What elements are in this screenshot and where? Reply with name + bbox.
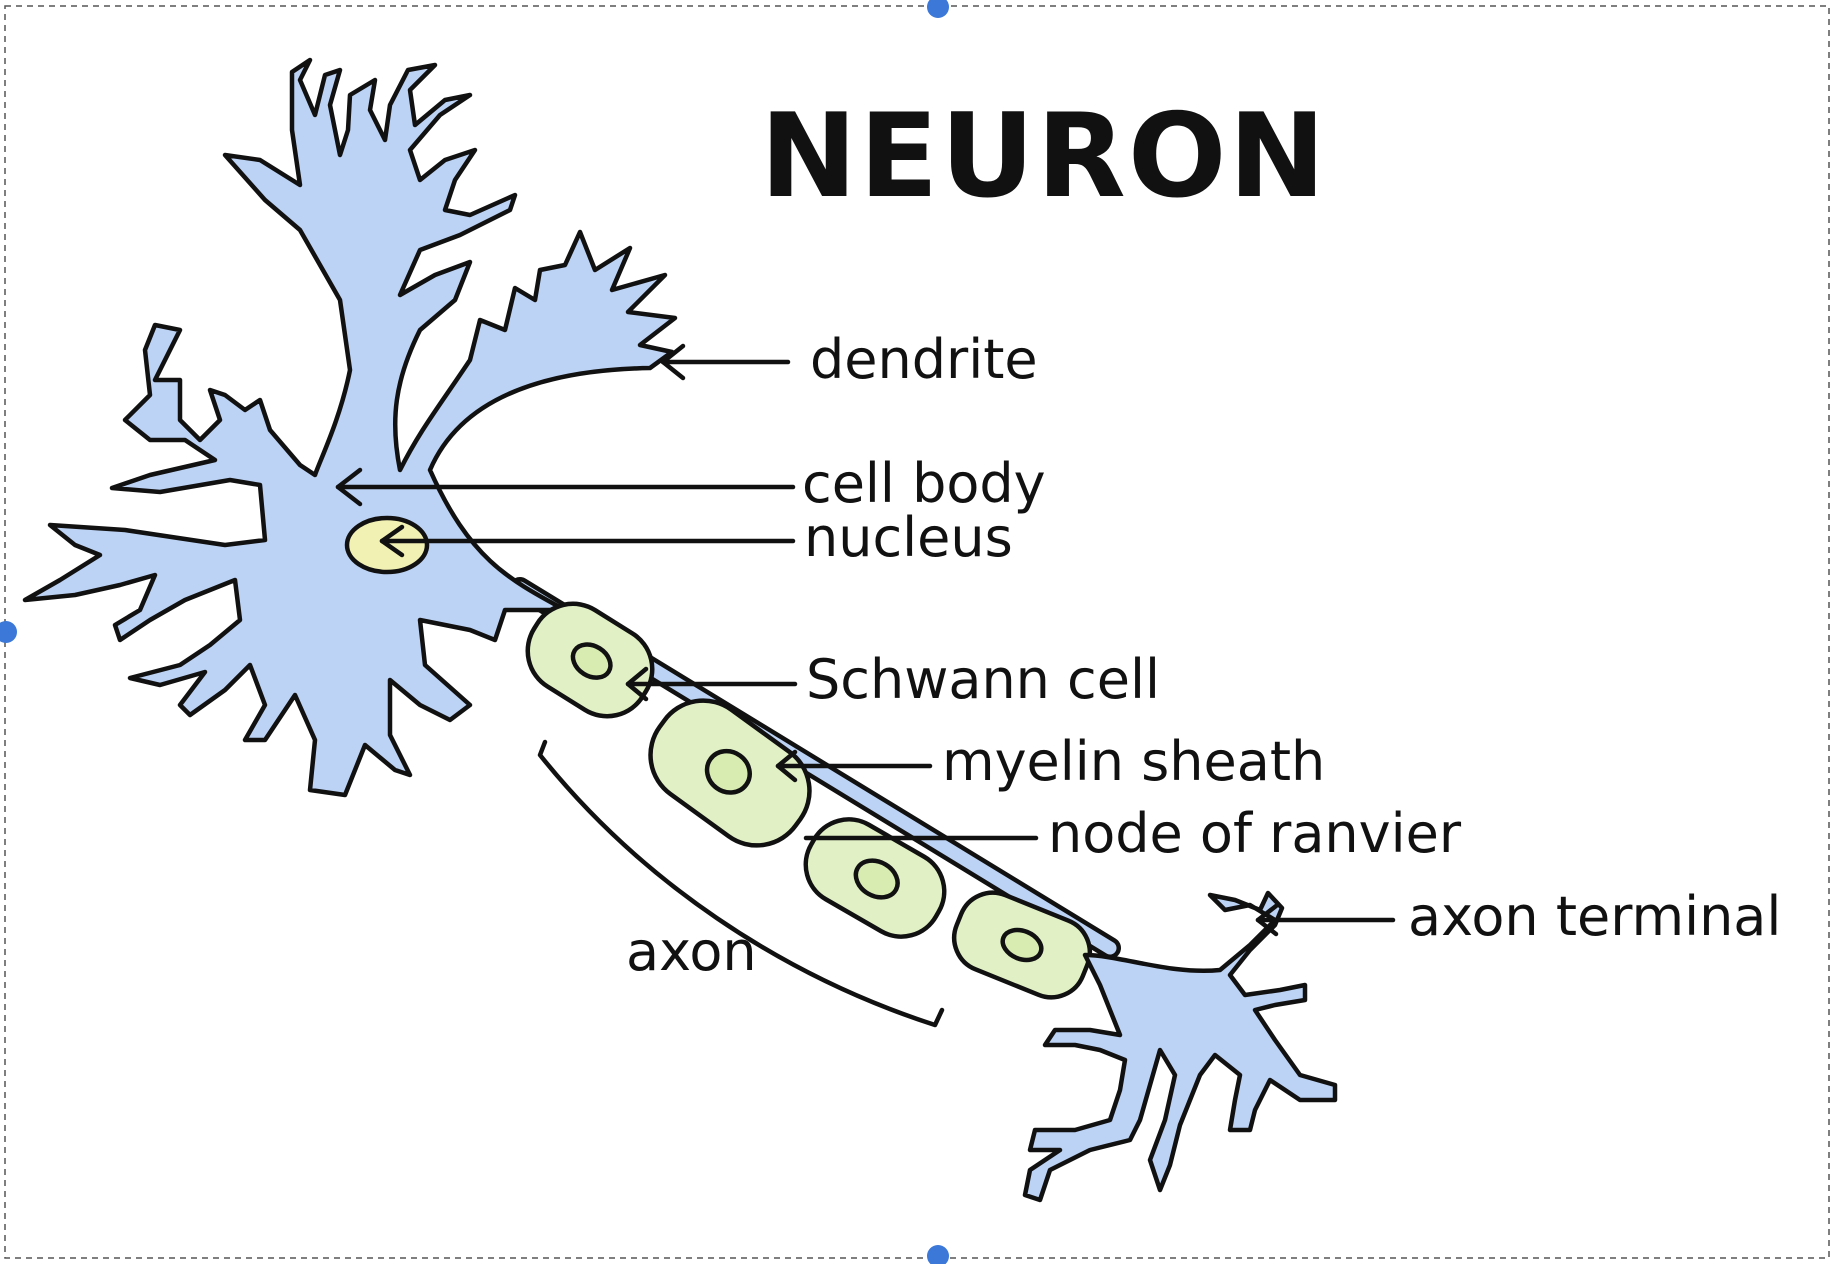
- label-myelin-sheath: myelin sheath: [942, 730, 1325, 793]
- cell-body-shape: [22, 57, 678, 798]
- schwann-cell-1: [525, 601, 655, 719]
- label-nucleus: nucleus: [804, 506, 1013, 569]
- label-axon-terminal: axon terminal: [1408, 885, 1781, 948]
- schwann-cell-3: [803, 817, 947, 939]
- axon-bracket: [537, 739, 945, 1028]
- label-node-of-ranvier: node of ranvier: [1048, 802, 1462, 865]
- label-cell-body: cell body: [802, 452, 1046, 515]
- selection-handle-left[interactable]: [0, 621, 17, 643]
- myelin-sheath-arrow: [775, 749, 933, 783]
- selection-handle-bottom[interactable]: [927, 1245, 949, 1267]
- axon-terminal-arrow: [1255, 903, 1396, 937]
- dendrite-arrow: [660, 343, 791, 381]
- cell-body-arrow: [335, 467, 796, 507]
- axon-terminal-shape: [1022, 890, 1338, 1203]
- schwann-cell-4: [951, 890, 1093, 1000]
- nucleus-arrow: [379, 524, 796, 558]
- schwann-cell-arrow: [625, 666, 798, 702]
- diagram-title: NEURON: [760, 89, 1328, 224]
- label-schwann-cell: Schwann cell: [806, 648, 1160, 711]
- label-dendrite: dendrite: [810, 328, 1038, 391]
- label-axon: axon: [626, 920, 757, 983]
- selection-handle-top[interactable]: [927, 0, 949, 18]
- schwann-cell-2: [648, 698, 812, 848]
